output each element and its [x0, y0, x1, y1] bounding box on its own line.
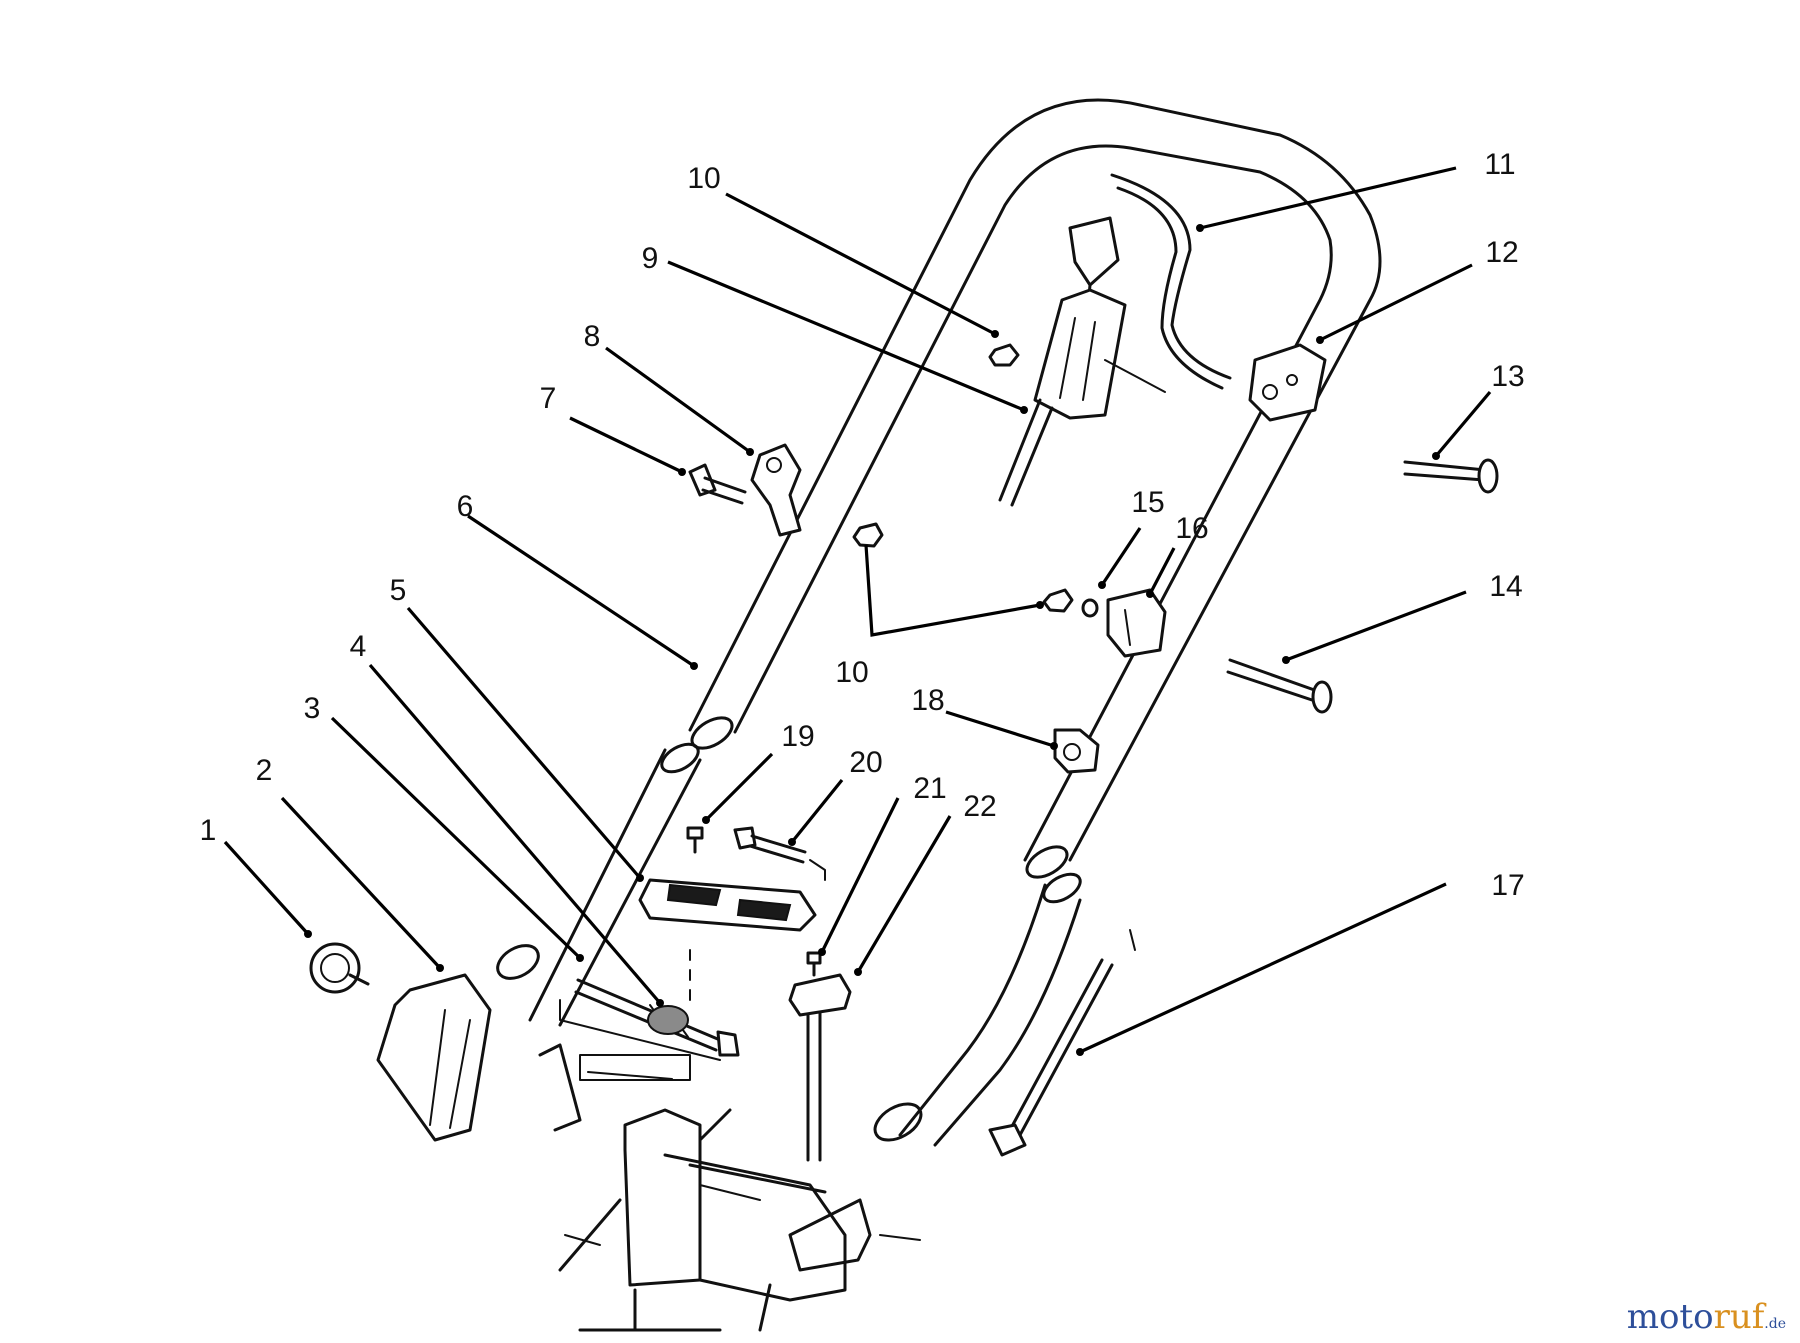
bolt-20 — [733, 826, 807, 864]
callout-10-upper: 10 — [687, 162, 720, 195]
cable-clip-18 — [1053, 728, 1100, 774]
callout-leaders — [223, 166, 1492, 1056]
carriage-bolt-13 — [1403, 458, 1499, 494]
mower-deck-frame — [538, 1043, 921, 1332]
bolt-14 — [1226, 658, 1333, 714]
spring-4 — [647, 1004, 689, 1038]
nut-10-upper — [988, 343, 1020, 367]
callout-14: 14 — [1489, 570, 1522, 603]
callout-7: 7 — [540, 382, 557, 415]
watermark-suffix: .de — [1764, 1316, 1786, 1332]
clamp-block — [1248, 343, 1327, 422]
callout-11: 11 — [1484, 148, 1515, 181]
callout-labels: 1 2 3 4 5 6 7 8 9 10 10 11 12 13 14 15 1… — [200, 148, 1525, 902]
control-cable — [1110, 173, 1232, 390]
callout-20: 20 — [849, 746, 882, 779]
height-bracket-2 — [376, 973, 492, 1142]
rod-17 — [988, 958, 1114, 1157]
mounting-plate-5 — [638, 878, 817, 932]
callout-6: 6 — [457, 490, 474, 523]
washer-15 — [1081, 598, 1099, 618]
callout-19: 19 — [781, 720, 814, 753]
bracket-8 — [750, 443, 802, 537]
callout-4: 4 — [350, 630, 367, 663]
watermark-accent: ruf — [1713, 1297, 1765, 1337]
spacer-block-16 — [1106, 588, 1167, 658]
callout-10-lower: 10 — [835, 656, 868, 689]
lower-handle-right — [873, 872, 1082, 1147]
callout-8: 8 — [584, 320, 601, 353]
block-22 — [788, 973, 852, 1162]
nut-10-right — [1042, 588, 1074, 613]
alignment-guides — [559, 859, 1136, 1061]
bolt-7 — [688, 463, 747, 505]
callout-3: 3 — [304, 692, 321, 725]
callout-15: 15 — [1131, 486, 1164, 519]
callout-18: 18 — [911, 684, 944, 717]
screw-19 — [686, 826, 704, 854]
screw-21 — [806, 951, 822, 977]
callout-5: 5 — [390, 574, 407, 607]
knob-1 — [309, 942, 370, 994]
callout-16: 16 — [1175, 512, 1208, 545]
callout-13: 13 — [1491, 360, 1524, 393]
watermark-main: moto — [1626, 1297, 1714, 1337]
watermark-logo: motoruf.de — [1627, 1297, 1786, 1337]
long-bolt-3 — [574, 978, 740, 1057]
callout-12: 12 — [1485, 236, 1518, 269]
throttle-control — [998, 216, 1166, 507]
callout-2: 2 — [256, 754, 273, 787]
callout-1: 1 — [200, 814, 217, 847]
callout-9: 9 — [642, 242, 659, 275]
callout-22: 22 — [963, 790, 996, 823]
nut-10-left — [852, 522, 884, 548]
callout-21: 21 — [913, 772, 946, 805]
callout-17: 17 — [1491, 869, 1524, 902]
